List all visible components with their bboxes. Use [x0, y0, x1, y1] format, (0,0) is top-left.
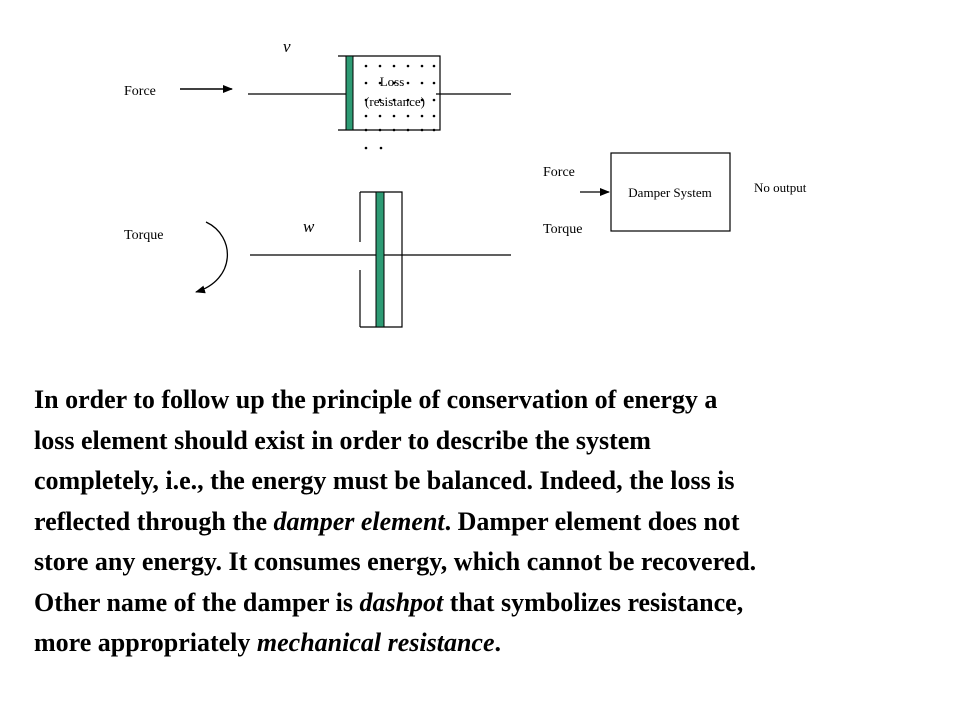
fluid-dot: [379, 146, 383, 150]
fluid-dot: [432, 98, 436, 102]
fluid-dots: [364, 64, 436, 150]
paragraph-line: In order to follow up the principle of c…: [34, 380, 934, 421]
fluid-dot: [378, 114, 382, 118]
fluid-dot: [392, 81, 396, 85]
fluid-dot: [432, 64, 436, 68]
damper-diagram: v Force Loss (resistance) Torque w Force…: [124, 37, 807, 328]
fluid-dot: [420, 114, 424, 118]
damper-cylinder: [338, 55, 441, 131]
fluid-dot: [432, 81, 436, 85]
loss-label: Loss: [380, 74, 405, 89]
paragraph-text: store any energy. It consumes energy, wh…: [34, 547, 757, 576]
fluid-dot: [432, 128, 436, 132]
fluid-dot: [378, 128, 382, 132]
paragraph-text: reflected through the: [34, 506, 274, 536]
paragraph-text: that symbolizes resistance,: [443, 587, 744, 617]
translational-damper: v Force Loss (resistance): [124, 37, 511, 150]
fluid-dot: [364, 98, 368, 102]
fluid-dot: [392, 114, 396, 118]
paragraph-line: store any energy. It consumes energy, wh…: [34, 542, 934, 583]
italic-term: damper element: [273, 506, 445, 536]
paragraph-text: loss element should exist in order to de…: [34, 425, 651, 455]
no-output-label: No output: [754, 180, 807, 195]
fluid-dot: [420, 81, 424, 85]
italic-term: dashpot: [359, 587, 444, 617]
rotor-disc: [375, 191, 385, 328]
paragraph-text: . Damper element does not: [444, 506, 740, 536]
fluid-dot: [364, 128, 368, 132]
paragraph-text: Other name of the damper is: [34, 587, 360, 617]
block-torque-label: Torque: [543, 222, 582, 237]
fluid-dot: [364, 64, 368, 68]
paragraph-text: .: [494, 628, 502, 657]
fluid-dot: [378, 64, 382, 68]
fluid-dot: [432, 114, 436, 118]
fluid-dot: [406, 128, 410, 132]
fluid-dot: [364, 81, 368, 85]
damper-system-label: Damper System: [628, 185, 711, 200]
paragraph-line: reflected through the damper element. Da…: [34, 502, 934, 543]
torque-arrow: [195, 221, 229, 294]
rotational-damper: Torque w: [124, 191, 511, 328]
paragraph-text: In order to follow up the principle of c…: [34, 385, 718, 414]
fluid-dot: [364, 114, 368, 118]
resistance-label: (resistance): [365, 94, 425, 109]
paragraph-line: loss element should exist in order to de…: [34, 421, 934, 462]
block-force-label: Force: [543, 165, 575, 180]
velocity-symbol-v: v: [283, 37, 291, 56]
paragraph-line: completely, i.e., the energy must be bal…: [34, 461, 934, 502]
explanation-paragraph: In order to follow up the principle of c…: [34, 380, 934, 664]
fluid-dot: [392, 64, 396, 68]
paragraph-text: more appropriately: [34, 628, 257, 657]
paragraph-line: more appropriately mechanical resistance…: [34, 623, 934, 664]
paragraph-line: Other name of the damper is dashpot that…: [34, 583, 934, 624]
damper-system-box: [610, 152, 731, 232]
damper-block: Force Torque Damper System No output: [543, 152, 807, 237]
fluid-dot: [392, 128, 396, 132]
fluid-dot: [406, 98, 410, 102]
fluid-dot: [364, 146, 368, 150]
paragraph-text: completely, i.e., the energy must be bal…: [34, 466, 735, 495]
italic-term: mechanical resistance: [256, 628, 495, 657]
fluid-dot: [420, 64, 424, 68]
fluid-dot: [406, 64, 410, 68]
fluid-dot: [378, 98, 382, 102]
force-label: Force: [124, 84, 156, 99]
fluid-dot: [406, 81, 410, 85]
fluid-dot: [420, 98, 424, 102]
fluid-dot: [392, 98, 396, 102]
torque-label: Torque: [124, 228, 163, 243]
fluid-dot: [406, 114, 410, 118]
fluid-dot: [378, 81, 382, 85]
velocity-symbol-w: w: [303, 217, 315, 236]
piston-plate: [345, 55, 354, 131]
fluid-dot: [420, 128, 424, 132]
